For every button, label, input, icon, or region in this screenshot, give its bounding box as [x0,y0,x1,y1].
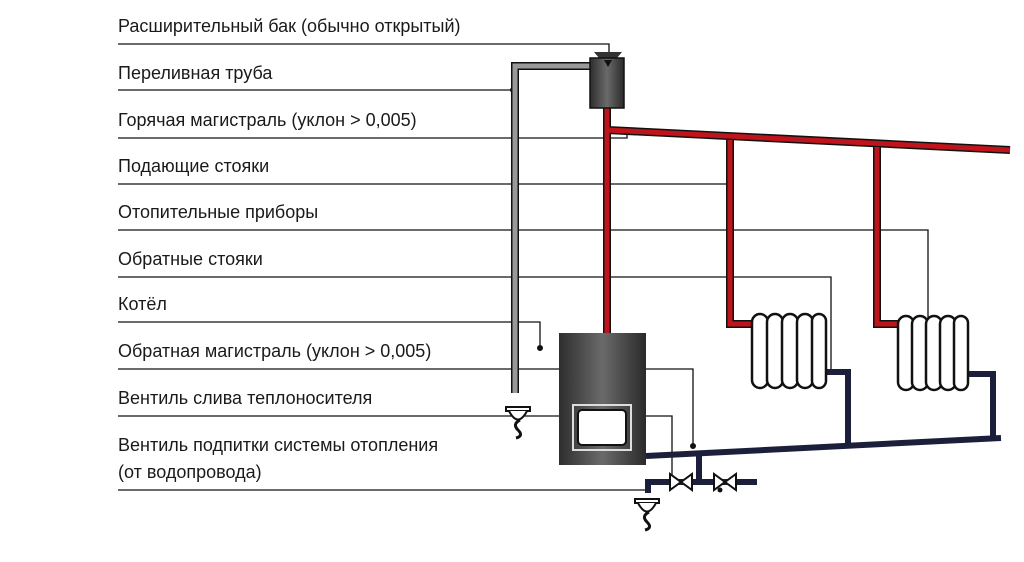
label-feed-valve: Вентиль подпитки системы отопления [118,435,439,455]
label-heating-devices: Отопительные приборы [118,202,319,222]
label-return-main: Обратная магистраль (уклон > 0,005) [118,341,432,361]
label-overflow-pipe: Переливная труба [118,63,273,83]
radiator-1 [750,312,828,390]
label-supply-risers: Подающие стояки [118,156,270,176]
label-drain-valve: Вентиль слива теплоносителя [118,388,373,408]
return-pipes [645,369,1002,493]
valve-feed [713,472,737,492]
label-feed-valve-source: (от водопровода) [118,462,262,482]
drain-funnel-2 [634,498,660,532]
label-boiler: Котёл [118,294,167,314]
drain-funnel-1 [505,406,531,440]
boiler [559,333,646,465]
label-hot-main: Горячая магистраль (уклон > 0,005) [118,110,417,130]
label-expansion-tank: Расширительный бак (обычно открытый) [118,16,461,36]
radiator-2 [896,314,970,392]
expansion-tank [589,52,625,109]
label-return-risers: Обратные стояки [118,249,263,269]
valve-drain [669,472,693,492]
